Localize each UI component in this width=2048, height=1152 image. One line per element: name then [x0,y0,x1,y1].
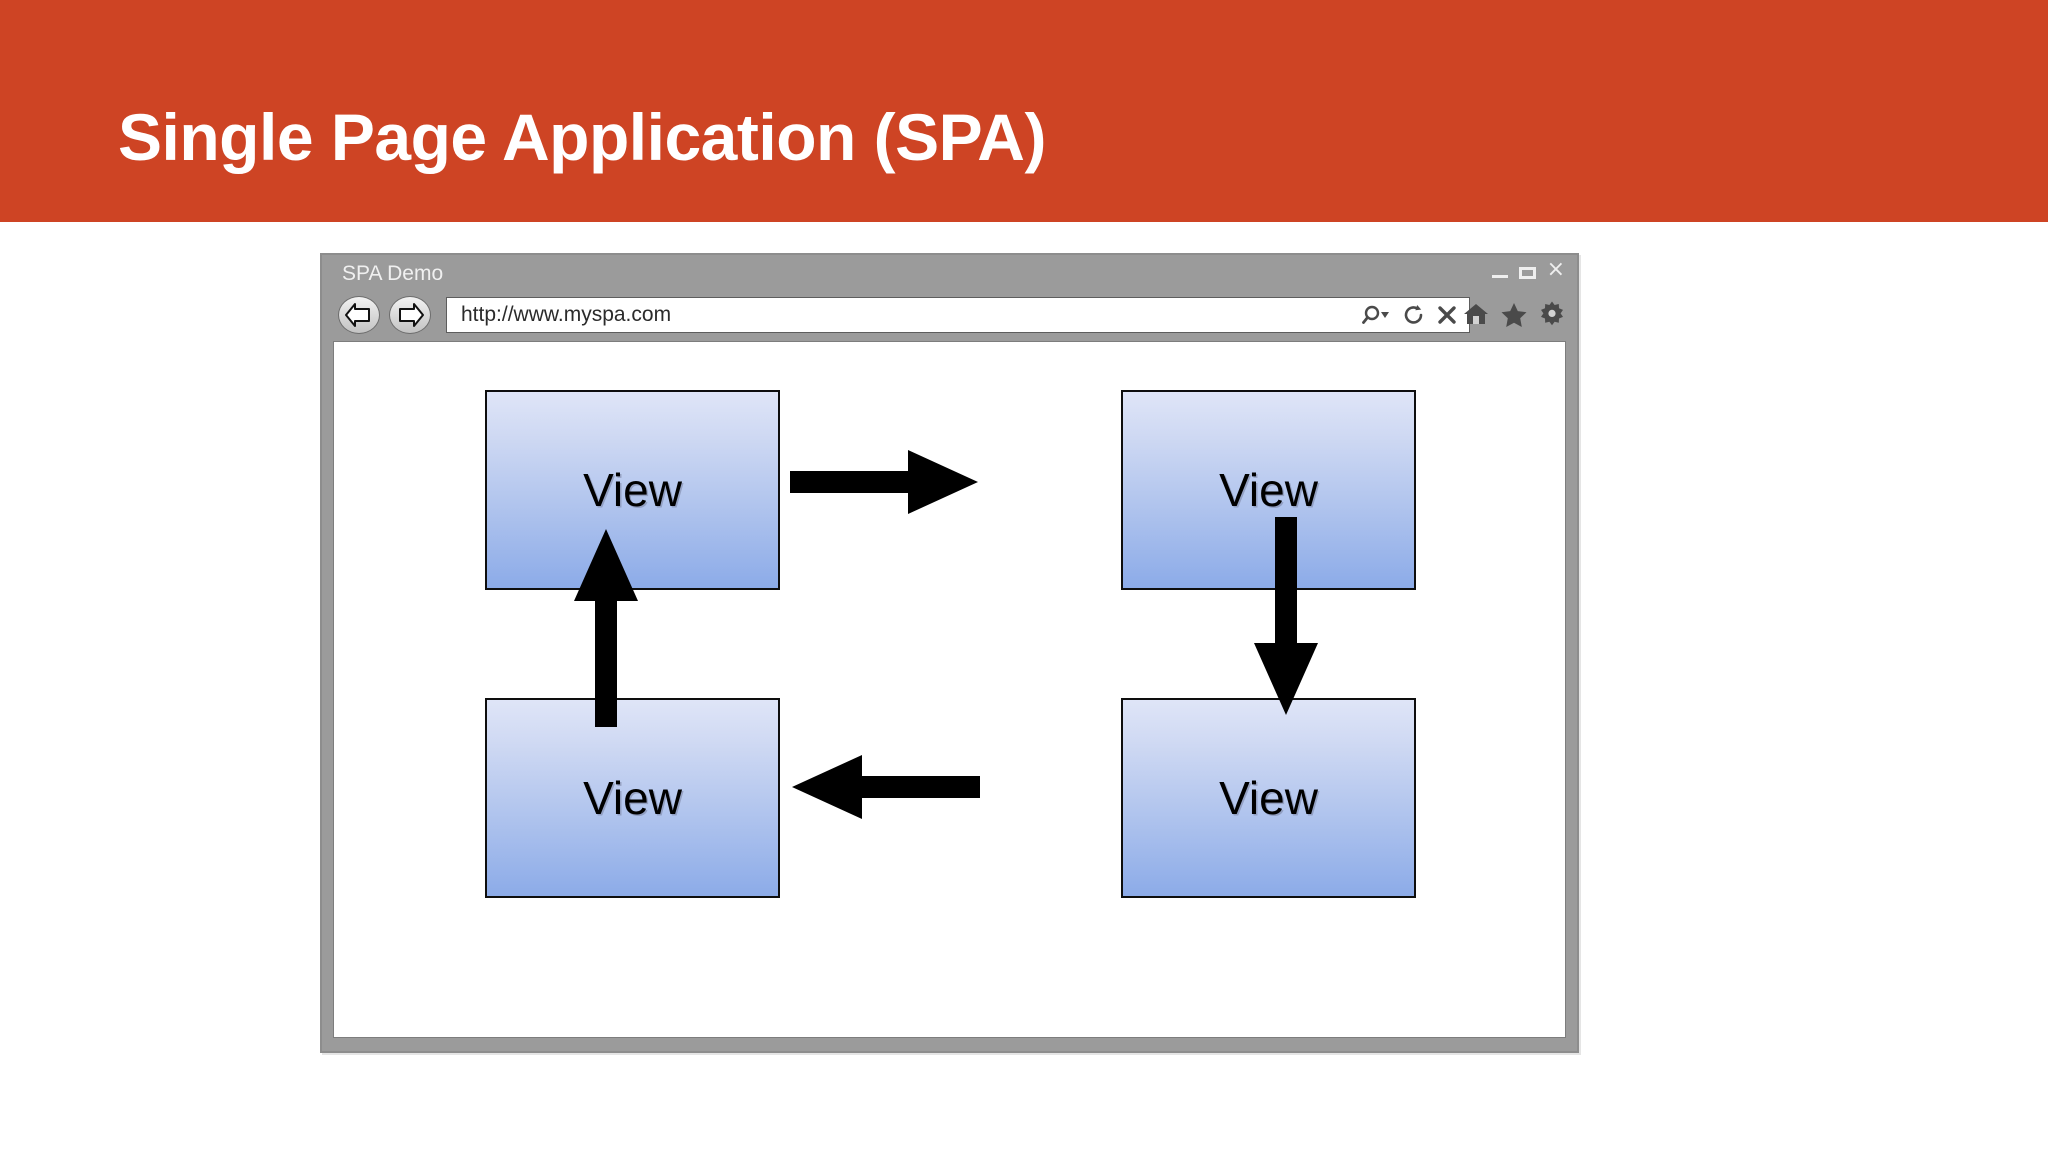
gear-icon[interactable] [1537,299,1567,329]
search-icon[interactable] [1361,304,1391,326]
view-node-bottom-left[interactable]: View [485,698,780,898]
forward-arrow-icon [399,303,424,327]
minimize-icon[interactable] [1491,275,1508,278]
view-node-top-right[interactable]: View [1121,390,1416,590]
slide-title-banner: Single Page Application (SPA) [0,0,2048,222]
view-node-label: View [1219,464,1318,516]
view-node-label: View [583,772,682,824]
page-title: Single Page Application (SPA) [118,100,1046,174]
window-title: SPA Demo [342,262,444,285]
window-controls: × [1491,257,1565,282]
close-icon[interactable]: × [1546,257,1565,282]
stop-icon[interactable] [1437,305,1457,325]
view-node-bottom-right[interactable]: View [1121,698,1416,898]
arrow-down-icon [1254,517,1318,715]
toolbar-icons [1461,299,1567,329]
address-bar[interactable]: http://www.myspa.com [446,297,1470,333]
view-node-label: View [1219,772,1318,824]
url-text[interactable]: http://www.myspa.com [461,303,672,326]
browser-toolbar: http://www.myspa.com [322,293,1577,339]
refresh-icon[interactable] [1403,304,1425,326]
address-bar-actions [1361,304,1469,326]
maximize-icon[interactable] [1518,266,1536,279]
star-icon[interactable] [1499,299,1529,329]
home-icon[interactable] [1461,299,1491,329]
browser-viewport: View View View View [333,341,1566,1038]
view-node-label: View [583,464,682,516]
back-button[interactable] [338,296,380,334]
spa-flow-diagram: View View View View [334,342,1565,1037]
browser-window: SPA Demo × http://www.myspa.com [320,253,1579,1053]
arrow-up-icon [574,529,638,727]
arrow-left-icon [792,755,980,819]
forward-button[interactable] [389,296,431,334]
arrow-right-icon [790,450,978,514]
view-node-top-left[interactable]: View [485,390,780,590]
browser-titlebar: SPA Demo × [322,255,1577,293]
back-arrow-icon [345,303,370,327]
